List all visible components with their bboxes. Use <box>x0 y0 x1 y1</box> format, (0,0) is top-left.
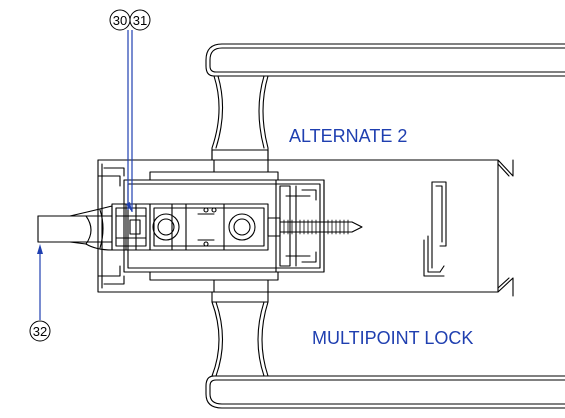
alternate-label: ALTERNATE 2 <box>289 126 407 146</box>
bottom-handle-rail <box>205 375 565 409</box>
callout-32-text: 32 <box>33 324 47 339</box>
screw-thread <box>283 219 349 235</box>
callout-30-text: 30 <box>113 13 127 28</box>
callout-30: 30 <box>109 9 131 31</box>
callout-32: 32 <box>29 320 51 342</box>
callout-31-text: 31 <box>133 13 147 28</box>
key-lever <box>37 205 113 251</box>
arrowhead-32 <box>37 244 43 254</box>
lock-body <box>149 203 269 251</box>
bottom-handle-neck <box>211 291 269 377</box>
callout-31: 31 <box>129 9 151 31</box>
cylinder-clip <box>111 203 151 251</box>
multipoint-lock-label: MULTIPOINT LOCK <box>312 328 473 348</box>
callout-leaders <box>39 30 133 320</box>
top-handle-rail <box>205 43 565 77</box>
arrowhead-30 <box>126 202 132 212</box>
right-channel <box>423 181 447 277</box>
top-handle-neck <box>211 75 269 161</box>
door-profile <box>97 159 514 297</box>
